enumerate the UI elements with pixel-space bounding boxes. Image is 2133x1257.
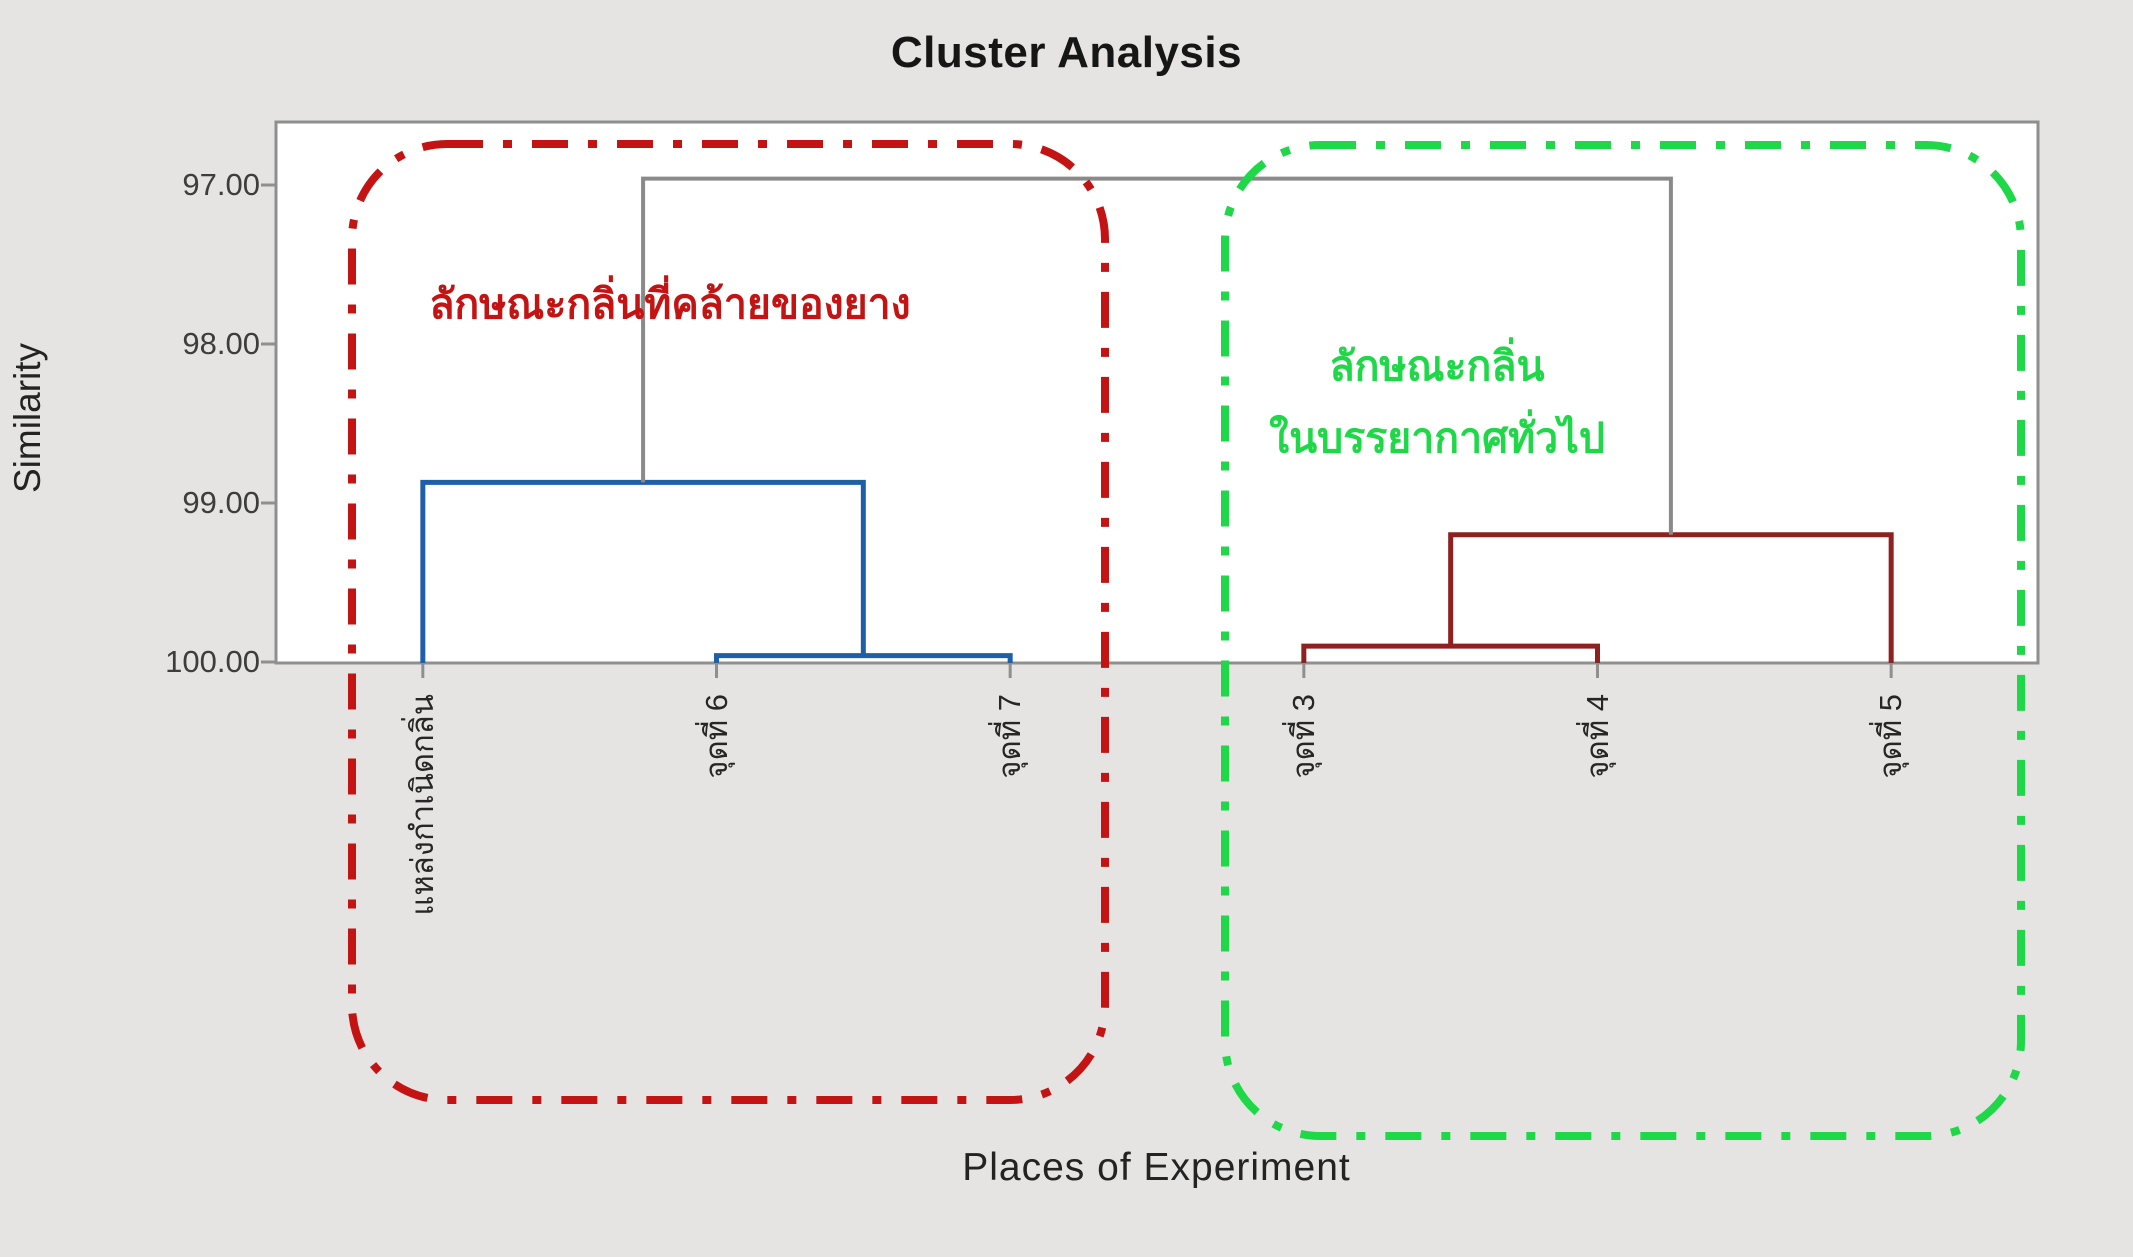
leaf-label-3: จุดที่ 3 <box>1285 694 1321 779</box>
green-cluster-annotation-line1: ลักษณะกลิ่น <box>1329 343 1545 389</box>
leaf-label-0: แหล่งกำเนิดกลิ่น <box>404 694 440 916</box>
leaf-label-2: จุดที่ 7 <box>992 694 1028 779</box>
y-tick-label: 97.00 <box>182 167 260 202</box>
plot-frame <box>274 120 2040 665</box>
leaf-label-5: จุดที่ 5 <box>1873 694 1909 779</box>
leaf-label-4: จุดที่ 4 <box>1579 694 1615 779</box>
red-cluster-annotation: ลักษณะกลิ่นที่คล้ายของยาง <box>429 281 911 327</box>
y-tick-label: 98.00 <box>182 326 260 361</box>
leaf-label-1: จุดที่ 6 <box>698 694 734 779</box>
y-tick-label: 100.00 <box>165 644 260 679</box>
y-tick-label: 99.00 <box>182 485 260 520</box>
chart-title: Cluster Analysis <box>890 28 1243 77</box>
dendrogram-merge-4 <box>641 176 1673 535</box>
x-axis-title: Places of Experiment <box>962 1146 1351 1189</box>
green-cluster-annotation-line2: ในบรรยากาศทั่วไป <box>1269 415 1605 461</box>
red-cluster-box <box>348 140 1109 1104</box>
